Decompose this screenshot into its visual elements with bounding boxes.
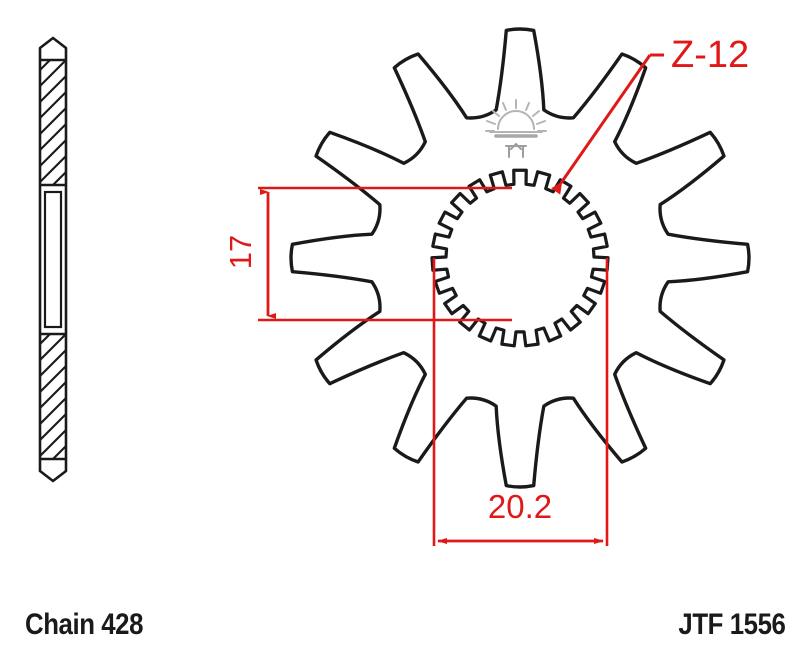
dimension-annotations: 17 20.2 Z-12 [223, 34, 749, 546]
chain-size-label: Chain 428 [25, 608, 144, 641]
front-sprocket-view [289, 27, 751, 489]
teeth-callout-leader [551, 54, 652, 195]
side-view-hatching-bottom [40, 334, 66, 459]
sunrise-watermark-icon [485, 99, 547, 158]
dim-17-label: 17 [223, 235, 258, 269]
teeth-callout-label: Z-12 [671, 34, 749, 76]
side-view-hatching-top [40, 60, 66, 185]
side-section-view [38, 36, 68, 483]
dim-202-label: 20.2 [488, 488, 552, 525]
side-view-bore [43, 190, 63, 329]
part-number-label: JTF 1556 [677, 608, 785, 641]
splined-bore-outline [430, 168, 610, 348]
